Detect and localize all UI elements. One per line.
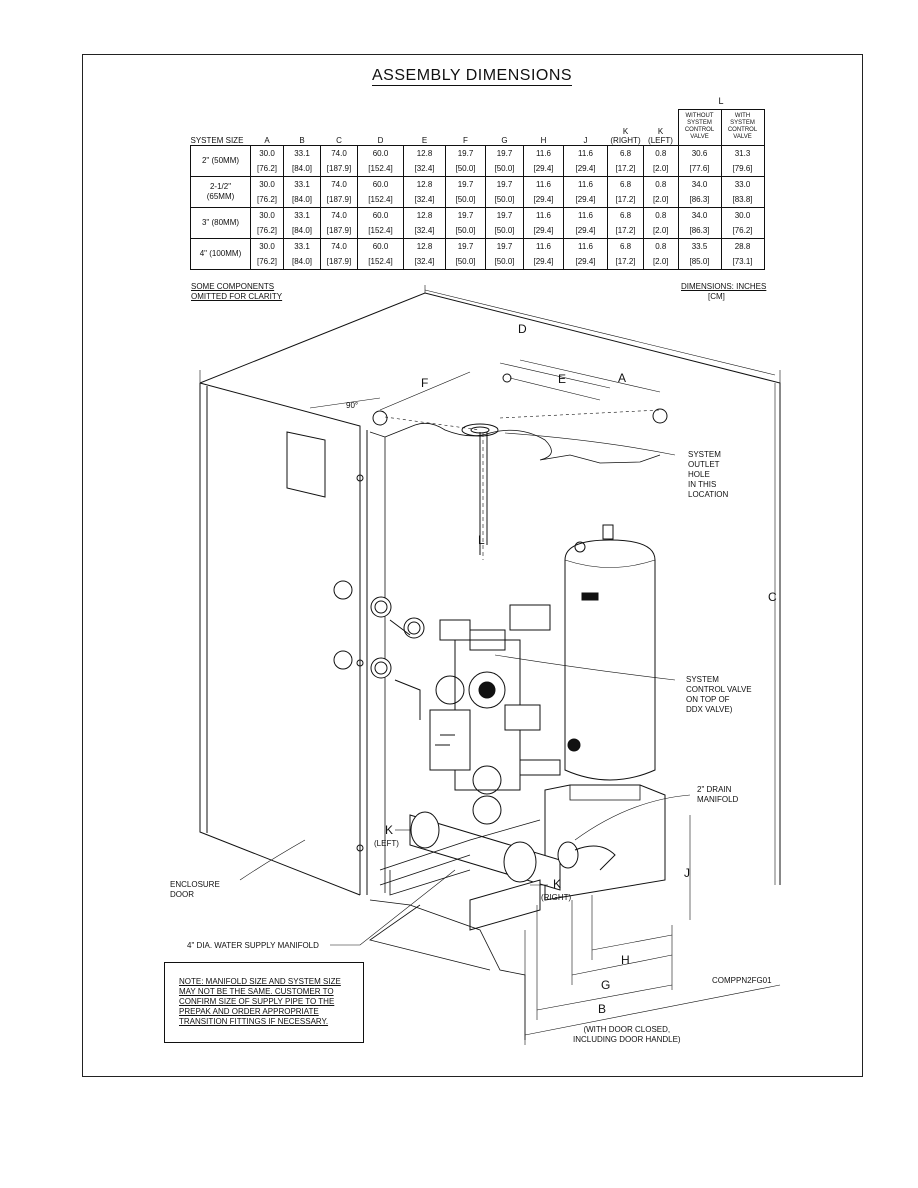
- omitted-note-1: SOME COMPONENTS: [191, 282, 275, 291]
- col-a: A: [264, 136, 270, 145]
- col-j: J: [583, 136, 588, 145]
- manifold-note: NOTE: MANIFOLD SIZE AND SYSTEM SIZE MAY …: [164, 962, 364, 1043]
- col-g: G: [501, 136, 508, 145]
- note-line: MAY NOT BE THE SAME. CUSTOMER TO: [179, 987, 334, 996]
- dimensions-table: L SYSTEM SIZE A B C D E F G H J K(RIGHT)…: [190, 94, 765, 270]
- col-d: D: [377, 136, 384, 145]
- dim-k-right-sub: (RIGHT): [541, 893, 572, 902]
- note-line: NOTE: MANIFOLD SIZE AND SYSTEM SIZE: [179, 977, 341, 986]
- table-cell-inch: 33.0: [720, 176, 765, 192]
- dim-b: B: [598, 1002, 607, 1016]
- l-header: L: [718, 96, 724, 107]
- pressure-gauge: [370, 596, 392, 618]
- outlet-callout: SYSTEM OUTLET HOLE IN THIS LOCATION: [688, 450, 729, 499]
- page-title: ASSEMBLY DIMENSIONS: [372, 67, 573, 86]
- solenoid: [509, 604, 551, 631]
- omitted-note-2: OMITTED FOR CLARITY: [191, 292, 283, 301]
- cabinet-left-door-edge: [199, 383, 361, 896]
- table-cell-inch: 28.8: [720, 238, 765, 254]
- note-line: CONFIRM SIZE OF SUPPLY PIPE TO THE: [179, 997, 335, 1006]
- table-cell-inch: 6.8: [607, 207, 644, 223]
- table-cell-inch: 6.8: [607, 176, 644, 192]
- table-cell-inch: 31.3: [720, 145, 765, 161]
- table-cell-cm: [73.1]: [720, 254, 765, 270]
- dim-c: C: [768, 590, 777, 604]
- header-row: SYSTEM SIZE A B C D E F G H J K(RIGHT) K…: [190, 108, 765, 146]
- dim-f: F: [421, 376, 429, 390]
- tank-base: [544, 784, 666, 901]
- drawing-code: COMPPN2FG01: [712, 976, 772, 985]
- col-k-right: K(RIGHT): [610, 127, 641, 145]
- table-cell-inch: 30.0: [720, 207, 765, 223]
- table-cell-inch: 6.8: [607, 145, 644, 161]
- system-size-header: SYSTEM SIZE: [190, 136, 244, 145]
- dim-k-left: K: [385, 823, 394, 837]
- dim-k-left-sub: (LEFT): [374, 839, 399, 848]
- dim-e: E: [558, 372, 567, 386]
- col-e: E: [421, 136, 428, 145]
- col-c: C: [336, 136, 342, 145]
- supply-manifold-callout: 4" DIA. WATER SUPPLY MANIFOLD: [187, 941, 319, 950]
- dim-h: H: [621, 953, 630, 967]
- cabinet-top-outline: [199, 292, 781, 885]
- table-row-cm: [76.2][84.0][187.9][152.4][32.4][50.0][5…: [191, 161, 765, 177]
- note-line: PREPAK AND ORDER APPROPRIATE: [179, 1007, 319, 1016]
- door-closed-note: (WITH DOOR CLOSED, INCLUDING DOOR HANDLE…: [573, 1025, 681, 1044]
- dim-j: J: [684, 866, 690, 880]
- enclosure-door: [199, 382, 361, 895]
- units-note-1: DIMENSIONS: INCHES: [681, 282, 767, 291]
- system-outlet-hole: [461, 423, 499, 437]
- angle-label: 90°: [346, 401, 359, 410]
- table-row-cm: [76.2][84.0][187.9][152.4][32.4][50.0][5…: [191, 254, 765, 270]
- door-panel: [286, 431, 326, 498]
- dim-d: D: [518, 322, 527, 336]
- control-valve-callout: SYSTEM CONTROL VALVE ON TOP OF DDX VALVE…: [686, 675, 752, 714]
- col-k-left: K(LEFT): [648, 127, 673, 145]
- dim-a: A: [618, 371, 627, 385]
- table-row-cm: [76.2][84.0][187.9][152.4][32.4][50.0][5…: [191, 223, 765, 239]
- col-h: H: [540, 136, 547, 145]
- dim-g: G: [601, 978, 611, 992]
- dim-l: L: [478, 533, 485, 547]
- units-note-2: [CM]: [708, 292, 725, 301]
- drawing-frame: [82, 54, 863, 1077]
- col-b: B: [299, 136, 305, 145]
- drain-callout: 2" DRAIN MANIFOLD: [697, 785, 739, 804]
- note-line: TRANSITION FITTINGS IF NECESSARY.: [179, 1017, 329, 1026]
- table-cell-cm: [17.2]: [607, 254, 644, 270]
- table-cell-inch: 6.8: [607, 238, 644, 254]
- enclosure-callout: ENCLOSURE DOOR: [170, 880, 220, 899]
- dim-k-right: K: [553, 877, 562, 891]
- col-f: F: [463, 136, 468, 145]
